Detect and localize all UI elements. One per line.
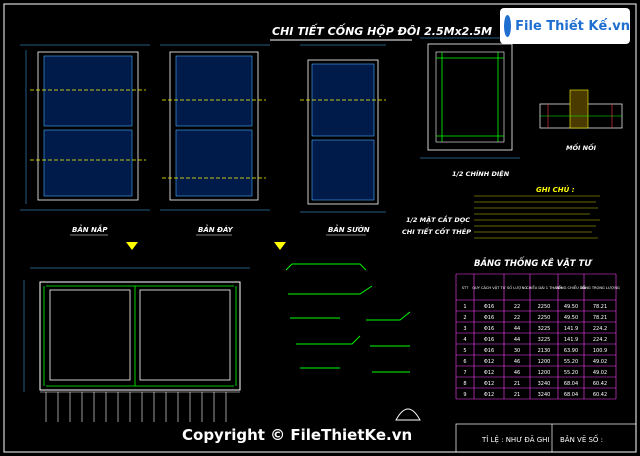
table-cell: 44 <box>514 326 520 332</box>
table-cell: 60.42 <box>593 381 607 387</box>
table-cell: Φ12 <box>484 392 494 398</box>
table-cell: 2 <box>463 315 466 321</box>
table-header-cell: CHIỀU DÀI 1 THANH <box>526 285 562 290</box>
table-cell: 224.2 <box>593 326 607 332</box>
ban-nap-label: BẢN NẮP <box>72 224 108 234</box>
table-cell: 3 <box>463 326 466 332</box>
table-cell: 68.04 <box>564 392 578 398</box>
ban-nap-plan <box>20 44 150 211</box>
table-cell: 1200 <box>538 359 551 365</box>
rebar-shapes <box>285 263 421 421</box>
notes-block: GHI CHÚ : <box>474 185 600 239</box>
moi-noi-label: MỐI NỐI <box>566 142 597 152</box>
table-header-cell: STT <box>462 286 469 290</box>
table-cell: Φ16 <box>484 326 494 332</box>
sheet-text: BẢN VẼ SỐ : <box>560 434 603 444</box>
table-cell: Φ16 <box>484 315 494 321</box>
chinh-dien-section <box>420 37 520 159</box>
table-title: BẢNG THỐNG KÊ VẬT TƯ <box>474 256 592 269</box>
table-cell: 100.9 <box>593 348 607 354</box>
logo-icon <box>504 15 512 37</box>
table-cell: 7 <box>463 370 466 376</box>
table-cell: 2250 <box>538 304 551 310</box>
table-cell: 1 <box>463 304 466 310</box>
table-cell: 78.21 <box>593 304 607 310</box>
table-cell: Φ12 <box>484 359 494 365</box>
table-cell: 55.20 <box>564 370 578 376</box>
moi-noi-detail <box>539 89 623 129</box>
table-header-cell: QUY CÁCH VẬT TƯ <box>472 285 506 290</box>
table-cell: 1200 <box>538 370 551 376</box>
table-cell: 63.90 <box>564 348 578 354</box>
table-cell: 3240 <box>538 381 551 387</box>
ban-suon-plan <box>300 44 386 213</box>
site-logo: File Thiết Kế.vn <box>500 8 630 44</box>
table-cell: 5 <box>463 348 466 354</box>
logo-text: File Thiết Kế.vn <box>515 18 630 34</box>
table-cell: 78.21 <box>593 315 607 321</box>
ban-suon-label: BẢN SƯỜN <box>328 224 370 234</box>
copyright-watermark: Copyright © FileThietKe.vn <box>182 426 412 444</box>
table-cell: Φ16 <box>484 304 494 310</box>
cot-thep-label: CHI TIẾT CỐT THÉP <box>402 226 471 236</box>
table-cell: 68.04 <box>564 381 578 387</box>
table-cell: 3240 <box>538 392 551 398</box>
table-header-cell: TỔNG TRỌNG LƯỢNG <box>579 285 620 290</box>
level-marker-right <box>274 242 286 250</box>
table-cell: 46 <box>514 370 520 376</box>
table-cell: Φ16 <box>484 337 494 343</box>
table-cell: 49.50 <box>564 304 578 310</box>
table-cell: 2250 <box>538 315 551 321</box>
notes-title: GHI CHÚ : <box>536 185 575 194</box>
table-cell: 8 <box>463 381 466 387</box>
table-cell: 224.2 <box>593 337 607 343</box>
table-cell: 46 <box>514 359 520 365</box>
chinh-dien-label: 1/2 CHÍNH DIỆN <box>452 169 510 178</box>
table-cell: Φ16 <box>484 348 494 354</box>
table-cell: 60.42 <box>593 392 607 398</box>
table-cell: 49.50 <box>564 315 578 321</box>
table-cell: 3225 <box>538 337 551 343</box>
title-block <box>455 423 637 453</box>
ban-day-label: BẢN ĐÁY <box>198 224 234 234</box>
table-cell: 21 <box>514 381 520 387</box>
table-cell: 3225 <box>538 326 551 332</box>
table-cell: 49.02 <box>593 370 607 376</box>
table-cell: 22 <box>514 304 520 310</box>
table-cell: 55.20 <box>564 359 578 365</box>
table-cell: 21 <box>514 392 520 398</box>
table-header-cell: TỔNG CHIỀU DÀI <box>555 285 586 290</box>
mat-cat-label: 1/2 MẶT CẮT DỌC <box>406 214 470 224</box>
table-cell: Φ12 <box>484 381 494 387</box>
table-header-cell: SỐ LƯỢNG <box>507 285 527 290</box>
table-cell: 22 <box>514 315 520 321</box>
table-cell: 4 <box>463 337 466 343</box>
level-marker-left <box>126 242 138 250</box>
table-cell: 2130 <box>538 348 551 354</box>
table-cell: 44 <box>514 337 520 343</box>
overall-cross-section <box>23 267 250 392</box>
table-cell: Φ12 <box>484 370 494 376</box>
pile-foundation <box>40 391 240 422</box>
table-cell: 6 <box>463 359 466 365</box>
materials-table-grid <box>455 273 617 400</box>
table-cell: 30 <box>514 348 520 354</box>
table-cell: 141.9 <box>564 337 578 343</box>
ban-day-plan <box>160 44 270 211</box>
drawing-title: CHI TIẾT CỐNG HỘP ĐÔI 2.5Mx2.5M <box>272 23 492 38</box>
table-cell: 9 <box>463 392 466 398</box>
drawing-frame <box>3 3 637 453</box>
table-cell: 141.9 <box>564 326 578 332</box>
table-cell: 49.02 <box>593 359 607 365</box>
scale-text: TỈ LỆ : NHƯ ĐÃ GHI <box>481 435 550 444</box>
